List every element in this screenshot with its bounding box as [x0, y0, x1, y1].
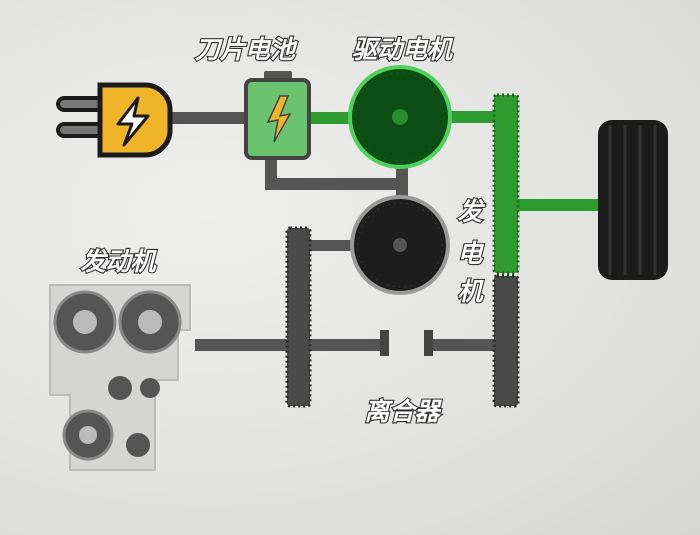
left-gear-stack [285, 226, 312, 408]
charging-plug-icon [56, 82, 173, 158]
lightning-icon [116, 96, 150, 147]
motor-gear-link [450, 111, 498, 123]
motor-generator-link [396, 165, 408, 200]
generator [350, 195, 450, 295]
drive-motor [348, 65, 452, 169]
generator-label-3: 机 [457, 277, 484, 306]
plug-battery-link [170, 112, 248, 124]
clutch-plate-left [380, 330, 389, 356]
lightning-icon [266, 95, 292, 143]
right-gear-stack [492, 93, 520, 408]
output-shaft [430, 339, 497, 351]
engine-label: 发动机 [80, 247, 157, 276]
generator-gear-link [308, 240, 353, 251]
active-links [308, 111, 602, 211]
drive-motor-label: 驱动电机 [352, 35, 454, 64]
battery-label: 刀片电池 [195, 35, 298, 64]
wheel-axle [516, 199, 602, 211]
generator-label-1: 发 [457, 197, 485, 226]
battery-motor-link [308, 112, 354, 124]
clutch-plate-right [424, 330, 433, 356]
blade-battery-icon [244, 71, 311, 160]
inactive-links [170, 112, 497, 351]
clutch [380, 330, 433, 356]
wheel-tire [598, 120, 668, 280]
generator-label-2: 电 [457, 239, 484, 268]
clutch-label: 离合器 [364, 397, 442, 426]
battery-generator-link [265, 178, 408, 190]
engine-icon [49, 284, 191, 471]
